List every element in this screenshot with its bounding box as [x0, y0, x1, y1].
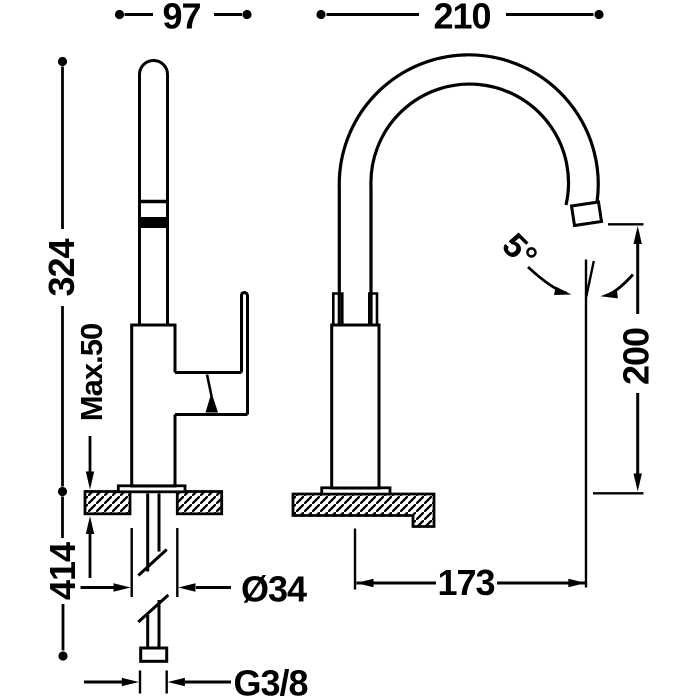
angle-arc-right [605, 273, 635, 297]
side-view-tap [116, 59, 249, 663]
arrow-up [85, 516, 95, 534]
tap-body-front [330, 323, 381, 490]
handle-hinge [205, 392, 218, 413]
dim-max50-label: Max.50 [74, 324, 109, 421]
countertop-section-left-view [83, 490, 224, 516]
dim-dot [242, 9, 252, 20]
dim-210 [316, 9, 604, 20]
dim-414-label: 414 [42, 542, 83, 600]
arrow-up [633, 226, 642, 244]
tap-body-side [130, 323, 177, 488]
spout-tube-side [138, 59, 169, 325]
arrow-left [178, 583, 196, 592]
dim-hole-diameter [80, 528, 231, 597]
supply-hose [137, 493, 170, 663]
arrow-arc-left [600, 289, 618, 299]
dim-97 [114, 9, 252, 20]
dim-324-label: 324 [41, 238, 82, 296]
dim-97-label: 97 [162, 0, 200, 37]
arrow-left [356, 578, 374, 588]
lever-handle-side [175, 290, 249, 416]
arrow-down [85, 471, 95, 490]
dim-dot [316, 9, 326, 20]
spout-band [139, 217, 168, 228]
gooseneck-inner [369, 82, 571, 325]
front-view-tap [320, 53, 604, 590]
dim-173-label: 173 [437, 562, 494, 603]
countertop-section-front-view [291, 492, 436, 528]
dim-angle-label: 5° [495, 226, 545, 276]
dim-angle-5 [527, 259, 635, 588]
dim-324-414 [57, 56, 68, 661]
dim-max50 [85, 436, 95, 578]
dim-dot [58, 651, 68, 661]
arrow-left [167, 677, 185, 687]
arrow-down [633, 473, 642, 492]
dim-200 [593, 223, 644, 495]
handle-edge-right [368, 292, 379, 325]
dim-dot [594, 9, 604, 20]
dim-dot [57, 56, 68, 67]
pipe-break-symbol [137, 548, 170, 624]
dim-thread-label: G3/8 [233, 663, 307, 700]
spout-outlet [569, 200, 604, 228]
angle-leg [585, 260, 595, 298]
arrow-right [121, 677, 139, 687]
dim-dot [114, 9, 125, 20]
dim-dot [57, 486, 68, 497]
arrow-right [113, 583, 131, 592]
arrow-right [568, 578, 586, 588]
dim-200-label: 200 [616, 328, 657, 385]
arrow-arc-right [554, 286, 572, 295]
dim-thread [84, 670, 231, 694]
dim-173 [356, 578, 586, 588]
gooseneck-outer [337, 53, 600, 325]
dim-hole-diameter-label: Ø34 [241, 569, 307, 610]
dim-210-label: 210 [433, 0, 490, 37]
thread-connector [139, 646, 169, 663]
